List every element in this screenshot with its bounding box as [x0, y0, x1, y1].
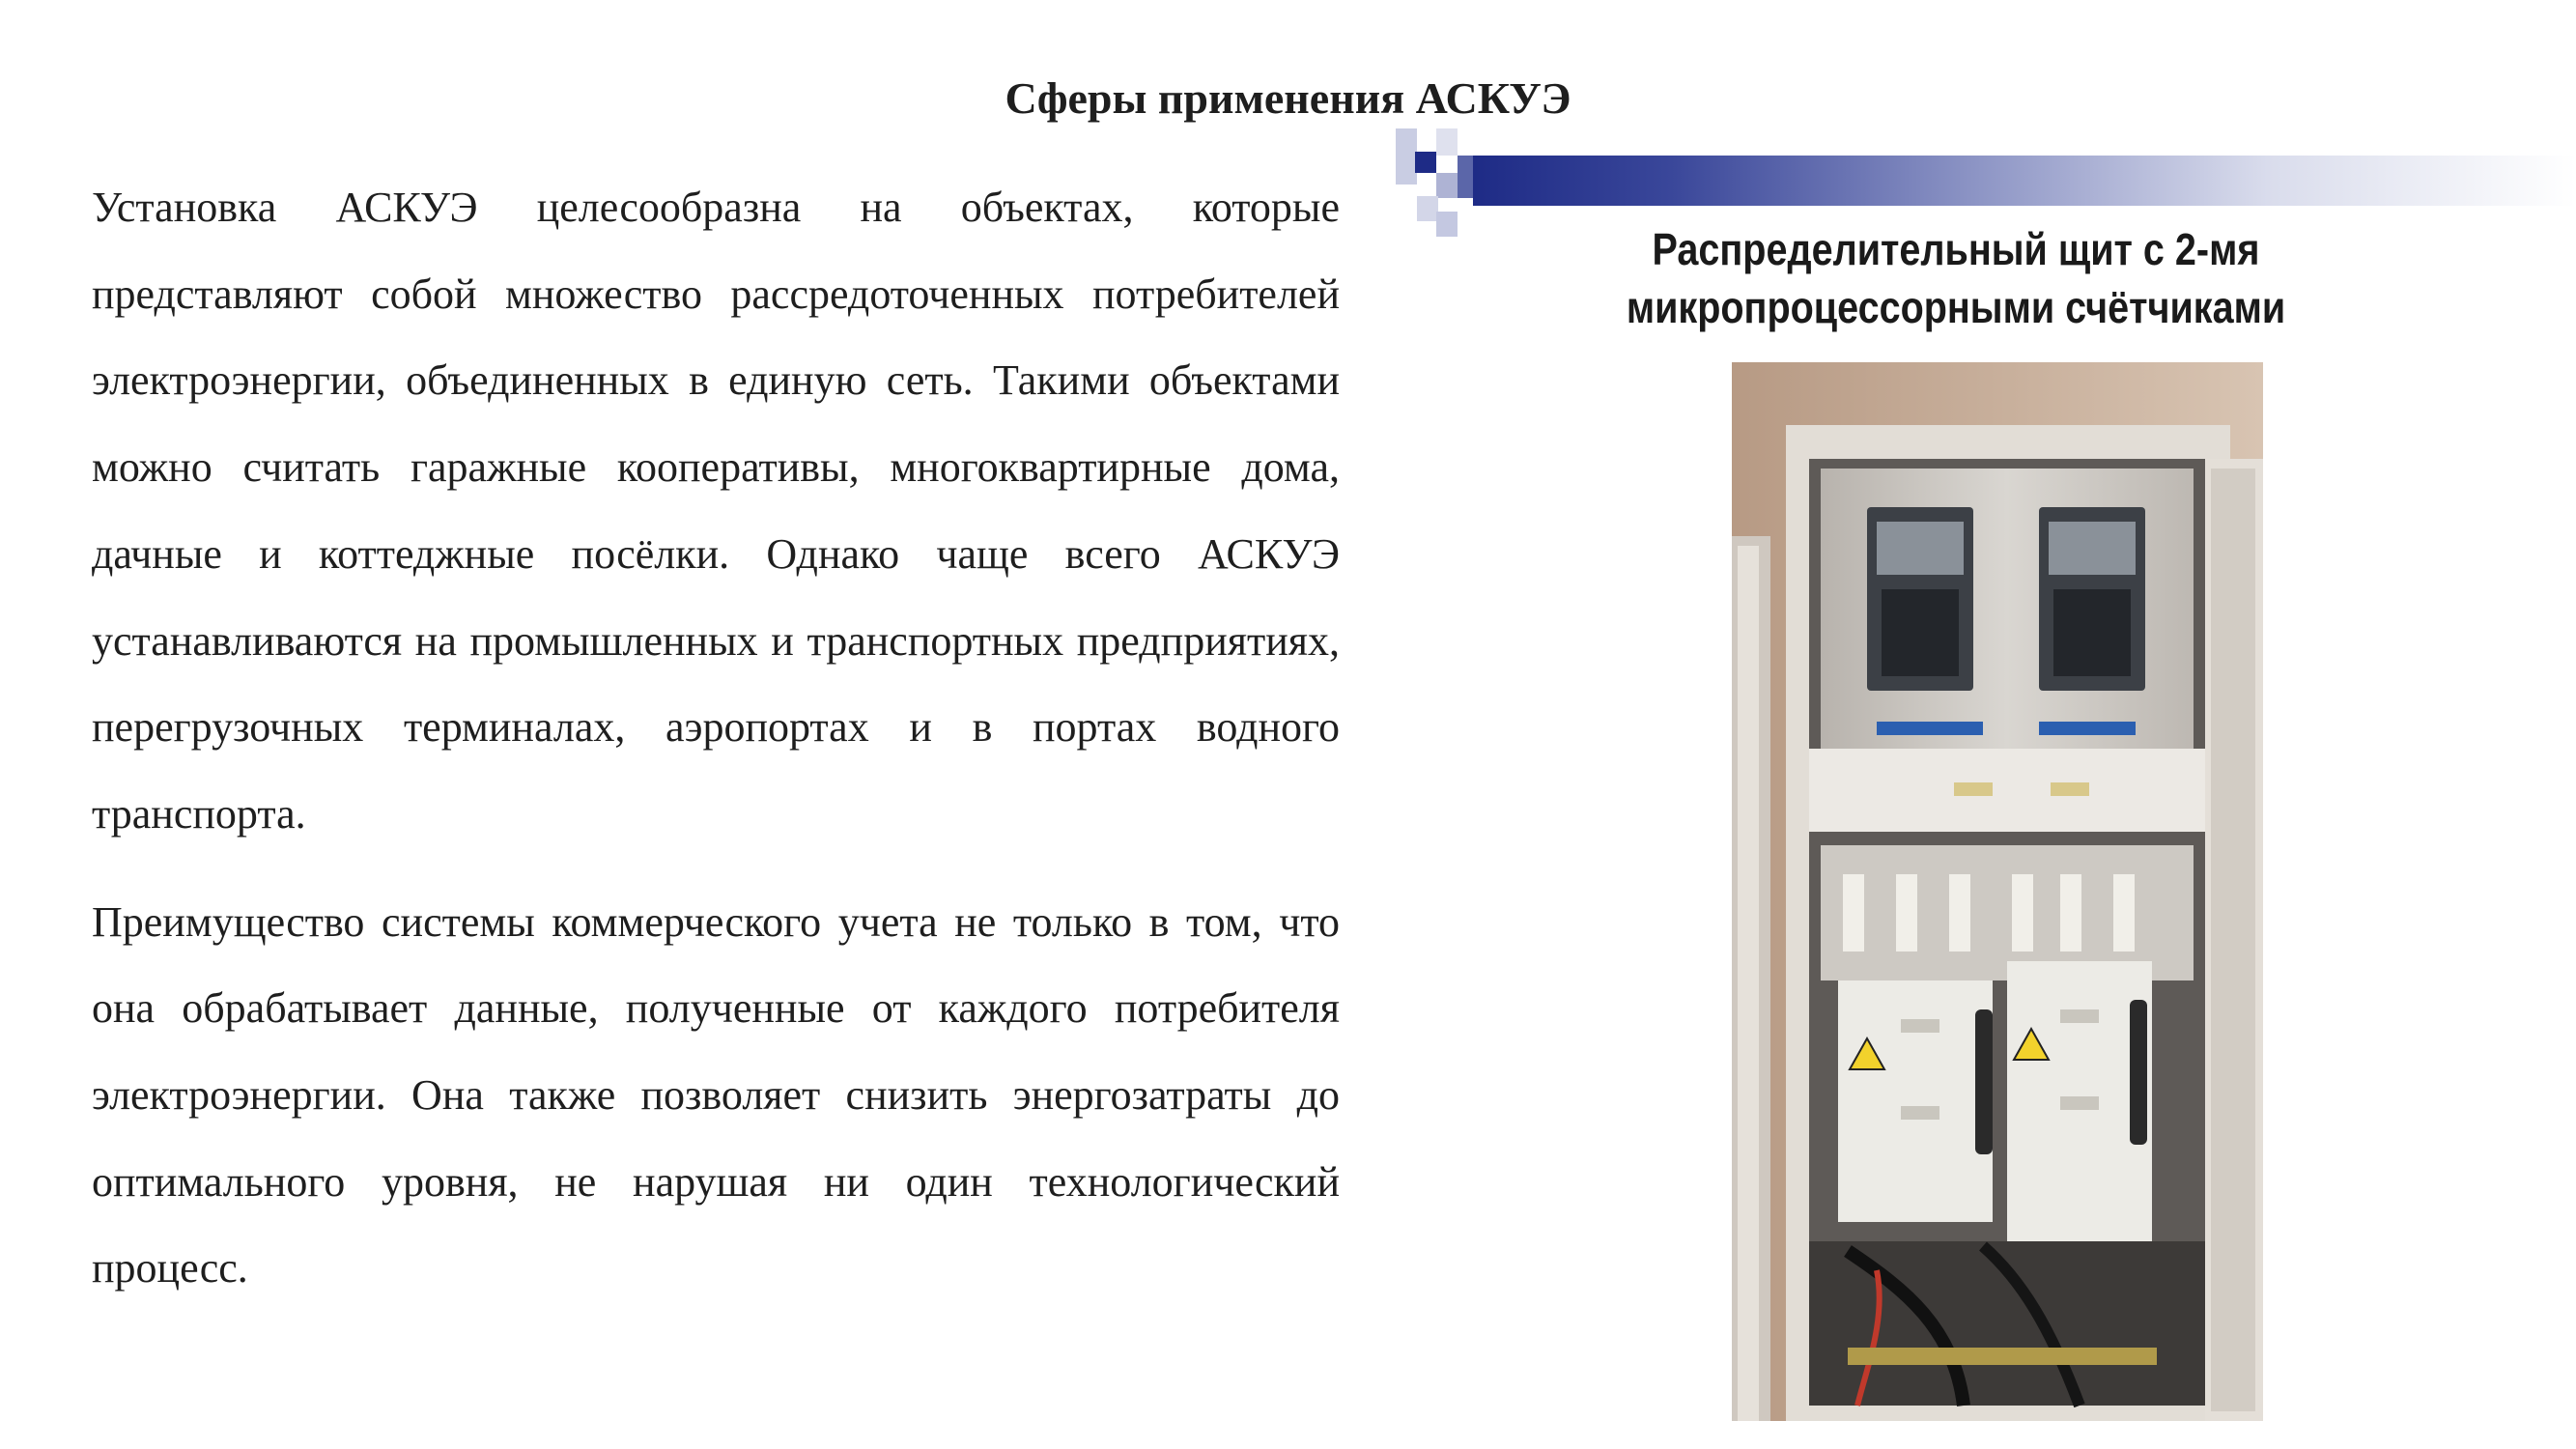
- figure-panel: Распределительный щит с 2-мя микропроцес…: [1396, 128, 2576, 1449]
- gradient-bar: [1473, 156, 2576, 206]
- switchboard-illustration: [1732, 362, 2263, 1421]
- switchboard-photo: [1732, 362, 2263, 1421]
- paragraph-2: Преимущество системы коммерческого учета…: [92, 897, 1340, 1293]
- body-text: Установка АСКУЭ целесообразна на объекта…: [92, 164, 1340, 1312]
- figure-caption-line-1: Распределительный щит с 2-мя: [1652, 224, 2260, 274]
- figure-caption-line-2: микропроцессорными счётчиками: [1626, 282, 2286, 332]
- figure-caption: Распределительный щит с 2-мя микропроцес…: [1615, 220, 2296, 336]
- paragraph-1: Установка АСКУЭ целесообразна на объекта…: [92, 184, 1340, 838]
- page-title: Сферы применения АСКУЭ: [1005, 73, 1571, 123]
- decorative-header-bar: [1396, 128, 2576, 237]
